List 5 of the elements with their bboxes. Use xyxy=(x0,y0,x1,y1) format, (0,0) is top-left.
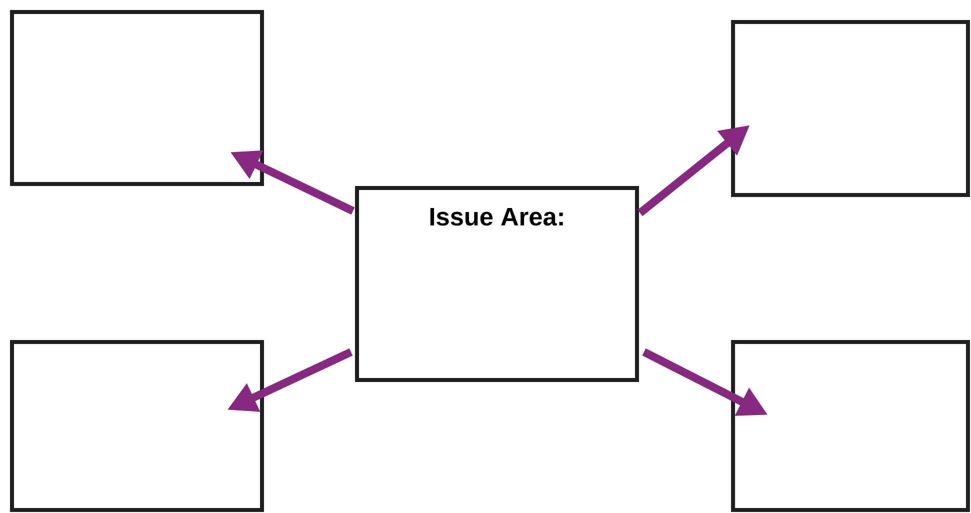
empty-box xyxy=(10,340,264,512)
empty-box xyxy=(731,20,970,198)
issue-box: Issue Area: xyxy=(355,186,639,382)
empty-box xyxy=(10,10,264,186)
empty-box xyxy=(731,340,970,512)
